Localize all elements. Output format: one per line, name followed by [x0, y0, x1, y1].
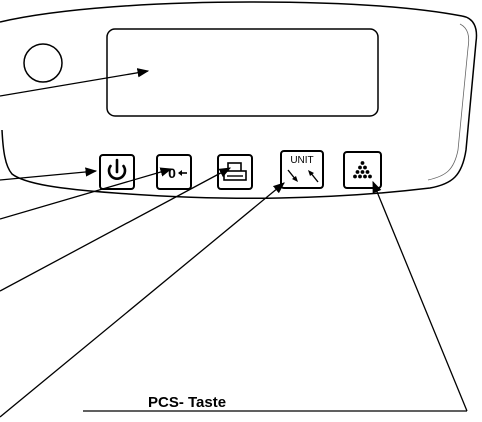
- leader-line-pcs: [372, 180, 468, 412]
- panel-inner-contour: [427, 23, 470, 181]
- arrow-left-icon: [178, 170, 187, 176]
- print-button[interactable]: [217, 154, 253, 190]
- pcs-dots-icon: [353, 161, 372, 179]
- zero-label: 0: [168, 165, 176, 181]
- leader-line-unit: [0, 182, 285, 418]
- leader-line-display: [0, 68, 150, 97]
- leader-lines: [0, 68, 468, 418]
- caption-pcs-key: PCS- Taste: [148, 394, 226, 411]
- panel-housing: [0, 1, 478, 200]
- leader-line-power: [0, 167, 98, 181]
- leader-line-print: [0, 167, 232, 292]
- unit-label: UNIT: [290, 155, 313, 166]
- power-button[interactable]: [99, 154, 135, 190]
- display-window: [106, 28, 379, 117]
- power-icon: [107, 158, 127, 180]
- level-indicator: [23, 43, 63, 83]
- leader-line-zero: [0, 167, 173, 220]
- pcs-button[interactable]: [343, 151, 382, 189]
- unit-button[interactable]: UNIT: [280, 150, 324, 189]
- unit-arrows-icon: [287, 169, 319, 183]
